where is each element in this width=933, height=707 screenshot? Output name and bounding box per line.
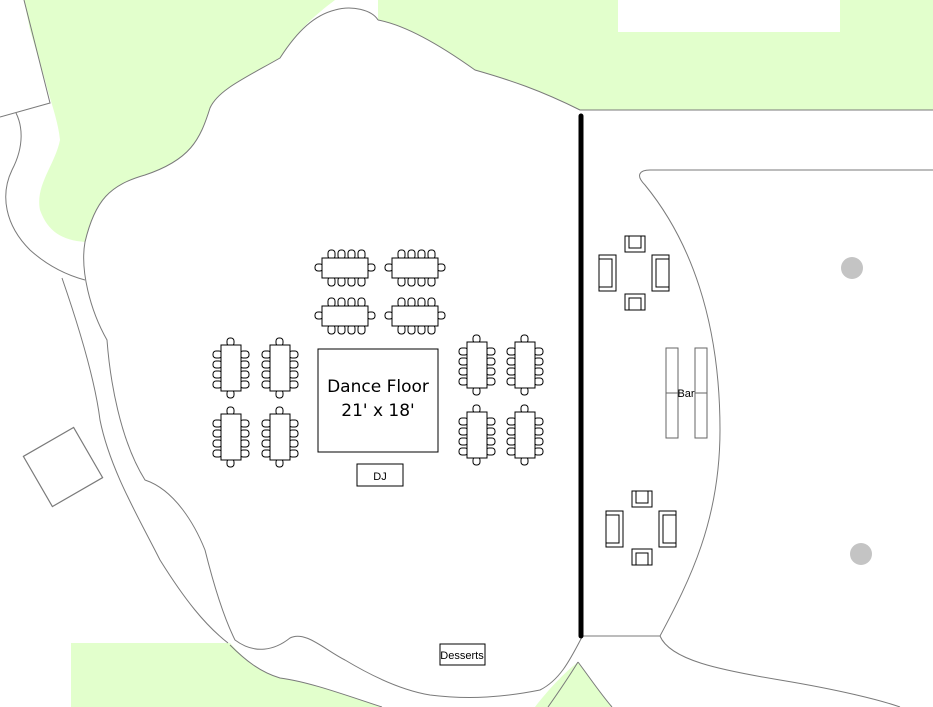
banquet-table (458, 334, 496, 396)
table-top (466, 411, 488, 459)
banquet-table (212, 406, 250, 468)
bar-label: Bar (677, 388, 694, 400)
table-top (391, 305, 439, 327)
grass-areas (24, 0, 933, 707)
banquet-table (384, 297, 446, 335)
banquet-table (506, 334, 544, 396)
grass-top-left (24, 0, 335, 242)
table-top (220, 413, 242, 461)
lounge-sofa-inner (655, 258, 670, 288)
lounge-sofa-inner (605, 514, 620, 544)
lounge-chair (631, 548, 653, 566)
lounge-sofa (651, 254, 670, 292)
lounge-upper (598, 235, 670, 311)
lounge-chair (624, 235, 646, 253)
table-top (466, 341, 488, 389)
lounge-chair-inner (628, 235, 642, 249)
banquet-table (314, 297, 376, 335)
table-top (220, 344, 242, 392)
dance-floor-title: Dance Floor (327, 377, 429, 397)
lounge-chair (624, 293, 646, 311)
table-top (321, 257, 369, 279)
marker-dot-upper (841, 257, 863, 279)
dance-floor: Dance Floor 21' x 18' (317, 348, 439, 453)
lounge-sofa (598, 254, 617, 292)
dance-floor-size: 21' x 18' (341, 401, 414, 421)
banquet-table (384, 249, 446, 287)
table-top (514, 411, 536, 459)
marker-dot-lower (850, 543, 872, 565)
banquet-table (261, 406, 299, 468)
desserts-label: Desserts (440, 650, 484, 662)
grass-bottom-mid (535, 662, 612, 707)
desserts-table: Desserts (439, 643, 486, 666)
grass-bottom-left (71, 643, 382, 707)
lounge-chair (631, 490, 653, 508)
banquet-table (261, 337, 299, 399)
table-top (321, 305, 369, 327)
desserts-rect (439, 643, 486, 666)
lounge-chair-inner (635, 490, 649, 504)
dance-floor-rect (317, 348, 439, 453)
dj-booth: DJ (356, 463, 404, 487)
lounge-chair-inner (635, 552, 649, 566)
banquet-table (212, 337, 250, 399)
lounge-chair-inner (628, 297, 642, 311)
table-top (269, 344, 291, 392)
lounge-sofa-inner (598, 258, 613, 288)
table-top (514, 341, 536, 389)
lounge-sofa-inner (662, 514, 677, 544)
table-top (391, 257, 439, 279)
lounge-lower (605, 490, 677, 566)
guest-tables (212, 249, 544, 468)
lounge-sofa (605, 510, 624, 548)
banquet-table (314, 249, 376, 287)
table-top (269, 413, 291, 461)
banquet-table (458, 404, 496, 466)
banquet-table (506, 404, 544, 466)
bar: Bar (665, 347, 708, 439)
white-strip-top (618, 0, 840, 32)
dj-label: DJ (373, 471, 386, 483)
dj-rect (356, 463, 404, 487)
gazebo-square (22, 426, 104, 508)
lounge-sofa (658, 510, 677, 548)
